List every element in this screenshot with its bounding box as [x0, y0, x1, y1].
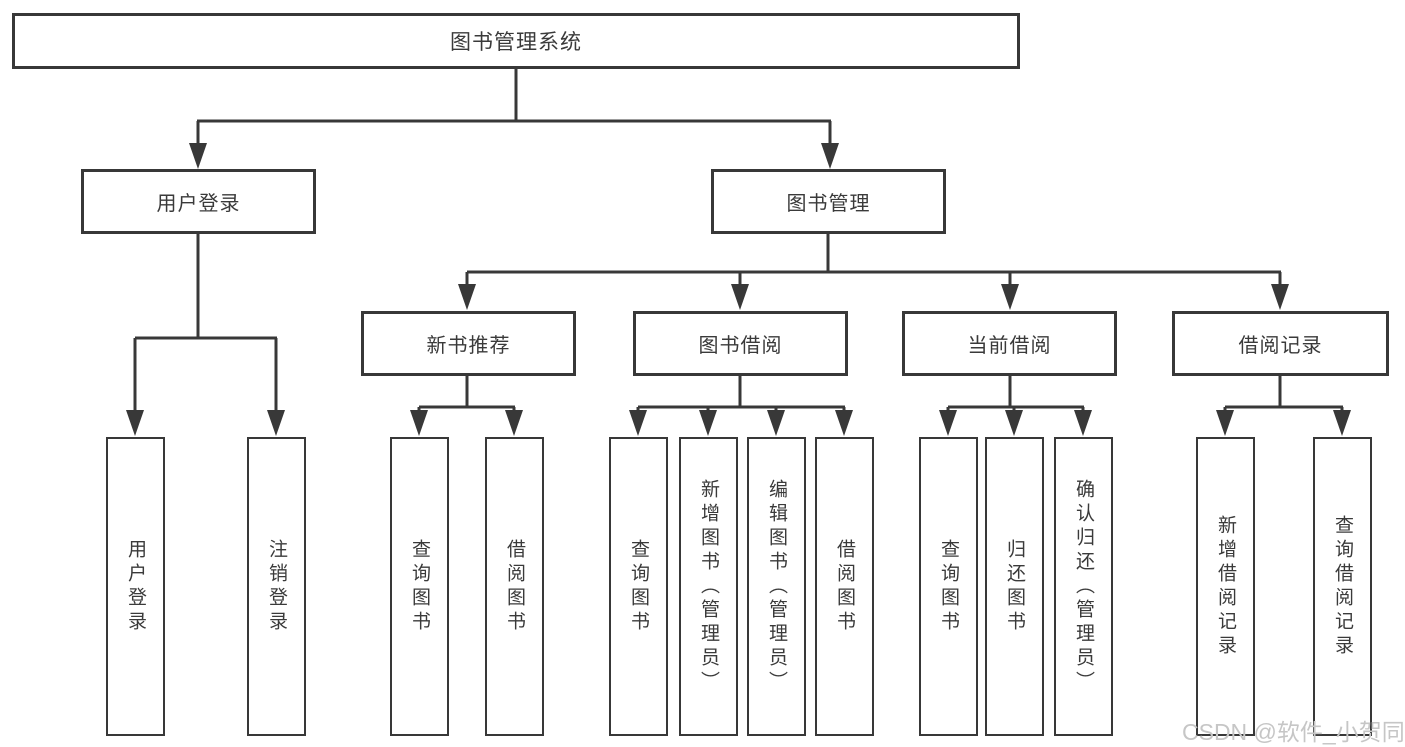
connector-user-login-to-leaves [133, 233, 278, 416]
arrowhead [699, 410, 717, 436]
connector-borrow-records-to-leaves [1223, 375, 1344, 416]
arrowhead [1001, 284, 1019, 310]
node-user-login: 用户登录 [81, 169, 316, 234]
arrowhead [1005, 410, 1023, 436]
arrowhead [939, 410, 957, 436]
connector-root-to-level2 [196, 68, 832, 150]
node-book-management: 图书管理 [711, 169, 946, 234]
node-label: 借阅记录 [1238, 335, 1323, 357]
leaf-borrow-book: 借阅图书 [815, 437, 874, 736]
node-label: 新增图书（管理员） [698, 478, 719, 695]
leaf-return-book: 归还图书 [985, 437, 1044, 736]
leaf-query-borrow-record: 查询借阅记录 [1313, 437, 1372, 736]
node-label: 确认归还（管理员） [1073, 478, 1094, 695]
arrowhead [189, 143, 207, 169]
node-label: 编辑图书（管理员） [766, 478, 787, 695]
node-current-borrow: 当前借阅 [902, 311, 1117, 376]
node-library-management-system: 图书管理系统 [12, 13, 1020, 69]
leaf-newbook-query-book: 查询图书 [390, 437, 449, 736]
arrowhead [1216, 410, 1234, 436]
leaf-user-login: 用户登录 [106, 437, 165, 736]
node-label: 查询图书 [938, 538, 959, 635]
csdn-watermark: CSDN @软件_小贺同学 [1182, 719, 1405, 745]
node-label: 图书管理 [786, 193, 871, 215]
leaf-newbook-borrow-book: 借阅图书 [485, 437, 544, 736]
leaf-borrow-query-book: 查询图书 [609, 437, 668, 736]
connector-new-book-to-leaves [417, 375, 516, 416]
node-label: 图书借阅 [698, 335, 783, 357]
node-label: 借阅图书 [504, 538, 525, 635]
leaf-add-borrow-record: 新增借阅记录 [1196, 437, 1255, 736]
node-borrow-records: 借阅记录 [1172, 311, 1389, 376]
leaf-current-query-book: 查询图书 [919, 437, 978, 736]
leaf-confirm-return-admin: 确认归还（管理员） [1054, 437, 1113, 736]
arrowhead [835, 410, 853, 436]
node-label: 图书管理系统 [450, 31, 582, 54]
connector-book-borrow-to-leaves [636, 375, 846, 416]
arrowhead [629, 410, 647, 436]
node-label: 借阅图书 [834, 538, 855, 635]
arrowhead [1333, 410, 1351, 436]
arrowhead [1271, 284, 1289, 310]
node-label: 查询图书 [409, 538, 430, 635]
node-new-book-recommend: 新书推荐 [361, 311, 576, 376]
node-label: 注销登录 [266, 538, 287, 635]
node-label: 查询图书 [628, 538, 649, 635]
arrowhead [505, 410, 523, 436]
arrowhead [410, 410, 428, 436]
arrowhead [731, 284, 749, 310]
arrowhead [458, 284, 476, 310]
arrowhead [767, 410, 785, 436]
node-label: 用户登录 [125, 538, 146, 635]
connector-current-borrow-to-leaves [946, 375, 1085, 416]
node-label: 当前借阅 [967, 335, 1052, 357]
connector-book-management-to-level3 [465, 233, 1282, 290]
leaf-logout: 注销登录 [247, 437, 306, 736]
node-book-borrow: 图书借阅 [633, 311, 848, 376]
arrowhead [126, 410, 144, 436]
leaf-add-book-admin: 新增图书（管理员） [679, 437, 738, 736]
node-label: 查询借阅记录 [1332, 514, 1353, 659]
arrowhead [1074, 410, 1092, 436]
node-label: 归还图书 [1004, 538, 1025, 635]
node-label: 用户登录 [156, 193, 241, 215]
arrowhead [267, 410, 285, 436]
arrowhead [821, 143, 839, 169]
node-label: 新书推荐 [426, 335, 511, 357]
node-label: 新增借阅记录 [1215, 514, 1236, 659]
leaf-edit-book-admin: 编辑图书（管理员） [747, 437, 806, 736]
